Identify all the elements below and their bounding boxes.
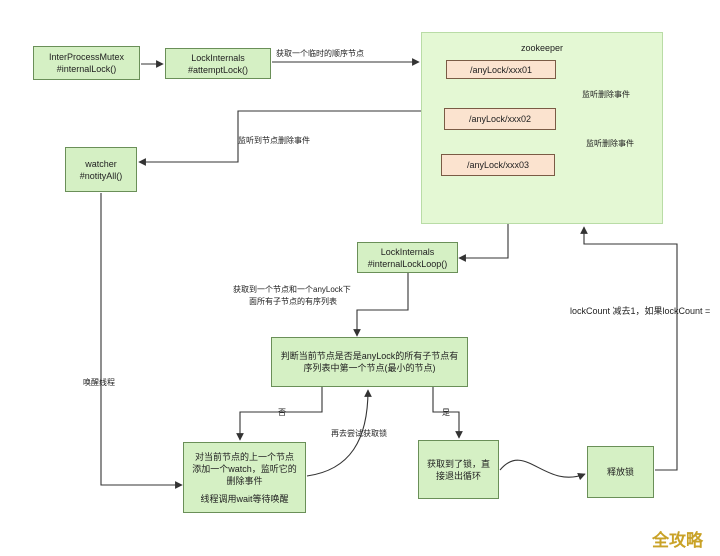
arrow-acquired-to-release [499,459,586,481]
box-interprocessmutex-line1: InterProcessMutex [48,52,125,62]
zk-node-xxx01: /anyLock/xxx01 [446,60,556,79]
arrow-retry [306,389,372,477]
zookeeper-title: zookeeper [520,43,564,53]
box-watcher: watcher #notityAll() [65,147,137,192]
box-watcher-line2: #notityAll() [79,170,123,181]
label-retry: 再去尝试获取锁 [331,429,387,438]
box-interprocessmutex-line2: #internalLock() [56,64,117,74]
box-attemptlock-line1: LockInternals [191,52,245,63]
box-interprocessmutex: InterProcessMutex #internalLock() [33,46,140,80]
watermark-logo: 全攻略 [652,531,703,551]
label-listen-delete-2: 监听删除事件 [586,139,634,148]
box-watchprev-line3: 删除事件 [226,475,263,486]
box-internallockloop-line2: #internalLockLoop() [367,258,448,269]
box-acquired-line2: 接退出循环 [435,470,481,481]
label-lockcount: lockCount 减去1，如果lockCount = [570,306,711,316]
label-get-nodes-1: 获取到一个节点和一个anyLock下 [233,285,351,294]
label-listen-delete-1: 监听删除事件 [582,90,630,99]
box-acquired-line1: 获取到了锁，直 [426,458,490,469]
label-yes: 是 [442,408,450,417]
arrow-zookeeper-to-loop [458,224,509,262]
box-watchprev-line5: 线程调用wait等待唤醒 [200,493,289,504]
label-seq-node: 获取一个临时的顺序节点 [276,49,364,58]
box-internallockloop-line1: LockInternals [380,246,435,257]
zk-node-xxx02: /anyLock/xxx02 [444,108,556,130]
box-judge-first-node: 判断当前节点是否是anyLock的所有子节点有 序列表中第一个节点(最小的节点) [271,337,468,387]
box-watchprev-line2: 添加一个watch，监听它的 [192,463,297,474]
label-get-nodes-2: 面所有子节点的有序列表 [249,297,337,306]
box-attemptlock: LockInternals #attemptLock() [165,48,271,79]
zk-node-xxx03: /anyLock/xxx03 [441,154,555,176]
box-attemptlock-line2: #attemptLock() [187,64,249,75]
box-watchprev-line1: 对当前节点的上一个节点 [194,451,294,462]
box-judge-line2: 序列表中第一个节点(最小的节点) [303,363,436,373]
box-watcher-line1: watcher [85,158,117,169]
label-wake-thread: 唤醒线程 [83,378,115,387]
arrow-watcher-to-watchprev [100,193,183,489]
label-listen-all: 监听到节点删除事件 [238,136,310,145]
box-judge-line1: 判断当前节点是否是anyLock的所有子节点有 [280,351,459,361]
box-release-lock: 释放锁 [587,446,654,498]
arrow-zookeeper-to-watcher [138,110,421,166]
arrow-judge-no [236,387,323,441]
box-internallockloop: LockInternals #internalLockLoop() [357,242,458,273]
box-release-line1: 释放锁 [606,467,634,477]
arrow-release-to-zookeeper [580,226,678,471]
label-no: 否 [278,408,286,417]
arrow-loop-to-judge [353,273,409,337]
box-watch-prev-node: 对当前节点的上一个节点 添加一个watch，监听它的 删除事件 线程调用wait… [183,442,306,513]
box-lock-acquired: 获取到了锁，直 接退出循环 [418,440,499,499]
arrow-judge-yes [432,387,463,439]
